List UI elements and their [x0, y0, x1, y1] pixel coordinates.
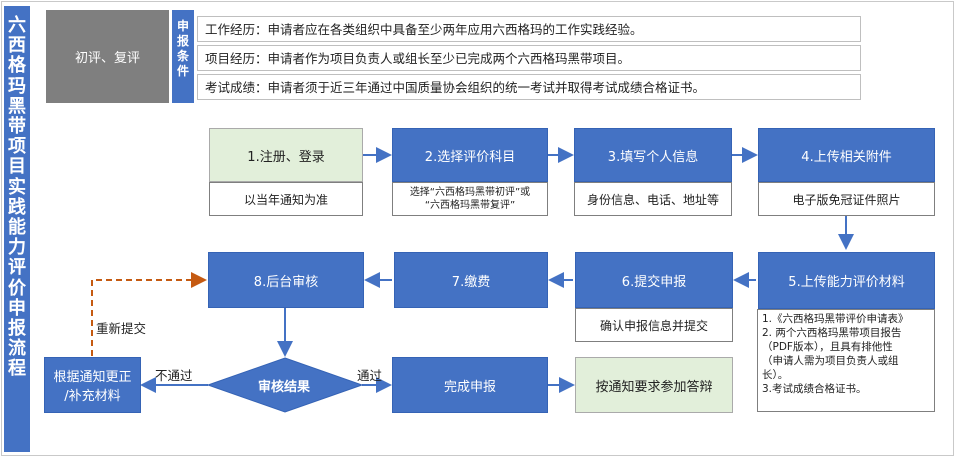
- step-1-register: 1.注册、登录: [209, 128, 363, 182]
- step-5-desc-list: 1.《六西格玛黑带评价申请表》 2. 两个六西格玛黑带项目报告 （PDF版本），…: [757, 309, 935, 412]
- fix-materials-box: 根据通知更正 /补充材料: [44, 357, 141, 413]
- vertical-title: 六西格玛黑带项目实践能力评价申报流程: [4, 6, 30, 452]
- pass-label: 通过: [357, 368, 383, 383]
- fix-line2: /补充材料: [64, 389, 121, 404]
- requirement-exam: 考试成绩：申请者须于近三年通过中国质量协会组织的统一考试并取得考试成绩合格证书。: [197, 74, 861, 100]
- step-2-select-subject: 2.选择评价科目: [392, 128, 548, 182]
- step-2-desc: 选择“六西格玛黑带初评”或 “六西格玛黑带复评”: [392, 182, 548, 216]
- fail-label: 不通过: [155, 368, 193, 383]
- decision-label: 审核结果: [257, 379, 310, 395]
- step-5-desc-line: （PDF版本），且具有排他性: [762, 341, 893, 353]
- requirements-label: 申报条件: [172, 10, 194, 103]
- step-6-submit: 6.提交申报: [575, 252, 733, 308]
- step-5-desc-line: 3.考试成绩合格证书。: [762, 383, 867, 395]
- step-7-payment: 7.缴费: [394, 252, 548, 308]
- step-5-desc-line: 1.《六西格玛黑带评价申请表》: [762, 313, 909, 325]
- step-2-desc-line2: “六西格玛黑带复评”: [424, 200, 516, 211]
- category-box: 初评、复评: [46, 10, 169, 103]
- step-3-personal-info: 3.填写个人信息: [574, 128, 732, 182]
- step-5-upload-materials: 5.上传能力评价材料: [758, 252, 935, 309]
- complete-application: 完成申报: [392, 357, 548, 413]
- step-5-desc-line: （申请人需为项目负责人或组: [762, 355, 899, 367]
- step-8-review: 8.后台审核: [208, 252, 364, 308]
- step-5-desc-line: 2. 两个六西格玛黑带项目报告: [762, 327, 902, 339]
- step-1-desc: 以当年通知为准: [209, 182, 363, 216]
- step-6-desc: 确认申报信息并提交: [575, 308, 733, 342]
- step-3-desc: 身份信息、电话、地址等: [574, 182, 732, 216]
- fix-line1: 根据通知更正: [53, 370, 132, 385]
- requirement-work: 工作经历：申请者应在各类组织中具备至少两年应用六西格玛的工作实践经验。: [197, 16, 861, 42]
- attend-defense: 按通知要求参加答辩: [575, 357, 733, 413]
- step-2-desc-line1: 选择“六西格玛黑带初评”或: [409, 187, 531, 198]
- arrow-resubmit: [91, 272, 207, 356]
- resubmit-label: 重新提交: [96, 321, 147, 336]
- step-4-upload-attachments: 4.上传相关附件: [758, 128, 935, 182]
- step-4-desc: 电子版免冠证件照片: [758, 182, 935, 216]
- requirement-project: 项目经历：申请者作为项目负责人或组长至少已完成两个六西格玛黑带项目。: [197, 45, 861, 71]
- step-5-desc-line: 长）。: [762, 369, 789, 381]
- decision-diamond: [206, 357, 364, 413]
